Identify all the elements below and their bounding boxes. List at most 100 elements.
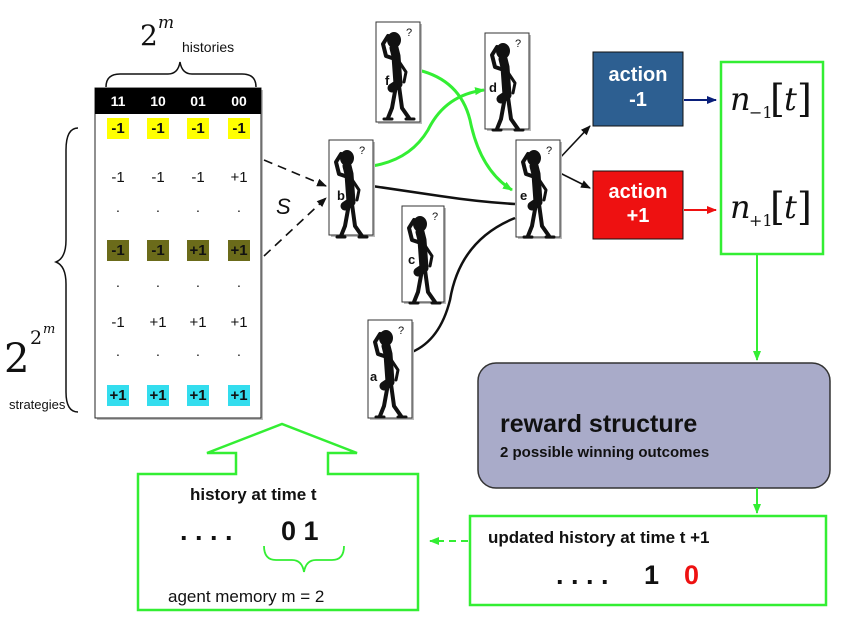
strategy-cell-highlight (187, 240, 209, 261)
action-minus-box: action -1 (592, 51, 684, 127)
strategy-cell-highlight (107, 118, 129, 139)
strategy-cell: -1 (111, 169, 124, 186)
matrix-dot: . (116, 199, 120, 215)
agent-letter: a (370, 369, 378, 384)
action-minus-line1: action (609, 64, 668, 86)
strategy-cell: +1 (149, 387, 166, 404)
agent-letter: e (520, 188, 527, 203)
strategy-cell-highlight (228, 385, 250, 406)
histories-label: histories (182, 39, 234, 55)
strategy-selection-arrows: S (263, 159, 327, 257)
dashed-arrow-lower (263, 197, 327, 257)
history-t-title: history at time t (190, 485, 317, 504)
action-minus-rect (592, 51, 684, 127)
strategies-power-exp-base: 2 (30, 327, 42, 349)
history-t-frame (136, 422, 420, 612)
history-column-label: 01 (190, 93, 206, 109)
count-minus-t: t (784, 80, 797, 118)
strategy-cell-highlight (228, 118, 250, 139)
strategies-label: strategies (9, 397, 66, 412)
agent-f: f (375, 21, 422, 124)
count-plus-n: n (730, 188, 751, 226)
updated-history-box: updated history at time t +1 . . . . 1 0 (468, 514, 828, 607)
strategy-cell: -1 (111, 242, 124, 259)
strategy-cell: +1 (230, 242, 247, 259)
matrix-dot: . (237, 199, 241, 215)
s-label: S (276, 194, 291, 219)
action-minus-line2: -1 (629, 89, 647, 111)
count-minus-rbracket: ] (797, 77, 812, 121)
strategy-cell: -1 (191, 120, 204, 137)
strategy-cell: -1 (151, 169, 164, 186)
agent-e: e (515, 139, 562, 239)
action-plus-rect (592, 170, 684, 240)
strategy-cell-highlight (107, 385, 129, 406)
matrix-dot: . (116, 274, 120, 290)
histories-power-base: 2 (140, 19, 158, 52)
agent-letter: f (385, 73, 390, 88)
strategy-cell: +1 (149, 314, 166, 331)
count-plus-t: t (784, 188, 797, 226)
history-t-bits: 0 1 (281, 516, 319, 546)
agent-c: c (401, 205, 446, 304)
dashed-arrow-upper (263, 159, 327, 187)
strategy-cell: +1 (189, 242, 206, 259)
reward-title: reward structure (500, 410, 697, 438)
strategy-cell-highlight (187, 385, 209, 406)
strategy-cell: +1 (189, 314, 206, 331)
arrow-e-to-action-minus (557, 125, 591, 161)
updated-history-dots: . . . . (556, 560, 609, 590)
strategies-power-base: 2 (4, 336, 29, 382)
memory-brace (263, 545, 345, 573)
strategy-cell-highlight (107, 240, 129, 261)
reward-rect (477, 362, 831, 489)
matrix-dot: . (196, 343, 200, 359)
history-column-label: 11 (111, 93, 126, 109)
counts-frame (719, 60, 825, 256)
histories-power-exp: m (158, 13, 174, 33)
strategy-cell: +1 (230, 387, 247, 404)
matrix-dot: . (237, 274, 241, 290)
updated-history-title: updated history at time t +1 (488, 528, 710, 547)
arrow-e-to-action-plus (557, 171, 591, 189)
matrix-dot: . (156, 199, 160, 215)
count-plus-sub: +1 (749, 211, 773, 230)
count-minus-lbracket: [ (770, 77, 785, 121)
connector-b-to-e (371, 184, 516, 206)
strategy-cell: -1 (191, 169, 204, 186)
strategy-cell: -1 (151, 242, 164, 259)
histories-brace (105, 61, 257, 88)
matrix-dot: . (237, 343, 241, 359)
agent-letter: c (408, 252, 415, 267)
agent-letter: d (489, 80, 497, 95)
action-plus-line2: +1 (627, 205, 650, 227)
count-plus-lbracket: [ (770, 185, 785, 229)
strategies-power-exp-exp: m (43, 322, 55, 337)
updated-history-frame (468, 514, 828, 607)
history-column-label: 10 (150, 93, 166, 109)
agent-letter: b (337, 188, 345, 203)
matrix-header-bar (95, 88, 261, 114)
matrix-dot: . (156, 343, 160, 359)
matrix-dot: . (196, 274, 200, 290)
strategy-cell: +1 (109, 387, 126, 404)
action-plus-box: action +1 (592, 170, 684, 240)
count-minus-n: n (730, 80, 751, 118)
strategies-brace (53, 127, 79, 413)
history-t-box: history at time t . . . . 0 1 agent memo… (136, 422, 420, 612)
updated-history-bit-red: 0 (684, 560, 699, 590)
reward-subtitle: 2 possible winning outcomes (500, 444, 709, 461)
strategy-cell: -1 (232, 120, 245, 137)
connector-f-to-e (417, 68, 513, 192)
action-plus-line1: action (609, 181, 668, 203)
count-plus-rbracket: ] (797, 185, 812, 229)
history-t-memory: agent memory m = 2 (168, 587, 324, 606)
updated-history-bit-black: 1 (644, 560, 659, 590)
matrix-dot: . (196, 199, 200, 215)
agent-d: d (484, 32, 531, 131)
history-t-dots: . . . . (180, 516, 233, 546)
counts-box: n −1 [ t ] n +1 [ t ] (719, 60, 825, 256)
reward-box: reward structure 2 possible winning outc… (477, 362, 831, 489)
